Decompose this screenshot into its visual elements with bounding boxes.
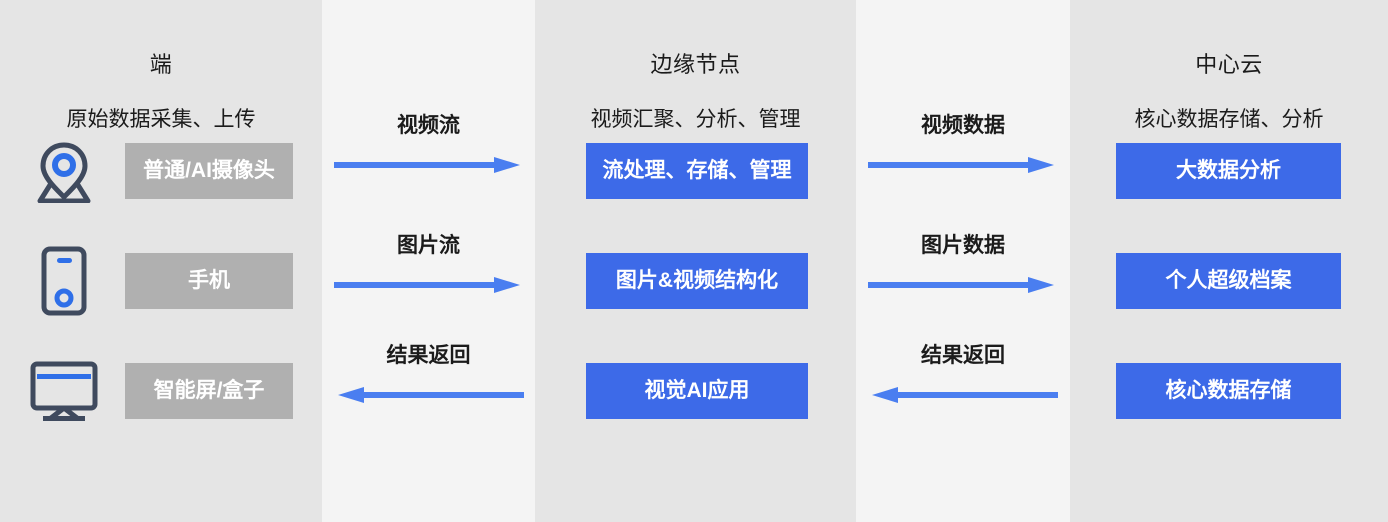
cloud-item-big-data-analytics[interactable]: 大数据分析 bbox=[1116, 143, 1341, 199]
edge-item-vision-ai[interactable]: 视觉AI应用 bbox=[586, 363, 808, 419]
flow-image-data-label: 图片数据 bbox=[921, 234, 1005, 257]
arrow-right-icon bbox=[322, 276, 535, 294]
edge-item-structuring[interactable]: 图片&视频结构化 bbox=[586, 253, 808, 309]
cloud-item-personal-super-profile[interactable]: 个人超级档案 bbox=[1116, 253, 1341, 309]
device-item-phone[interactable]: 手机 bbox=[125, 253, 293, 309]
flow-result-return-edge: 结果返回 bbox=[322, 342, 535, 404]
device-column-subtitle: 原始数据采集、上传 bbox=[66, 108, 256, 131]
edge-item-stream-processing[interactable]: 流处理、存储、管理 bbox=[586, 143, 808, 199]
central-cloud-column-title: 中心云 bbox=[1195, 52, 1263, 77]
flow-result-return-edge-label: 结果返回 bbox=[386, 344, 471, 367]
central-cloud-column-subtitle: 核心数据存储、分析 bbox=[1134, 108, 1324, 131]
edge-node-column: 边缘节点 视频汇聚、分析、管理 流处理、存储、管理 图片&视频结构化 视觉AI应… bbox=[535, 0, 856, 522]
map-pin-icon bbox=[20, 136, 108, 206]
arrow-right-icon bbox=[856, 276, 1070, 294]
flow-result-return-cloud: 结果返回 bbox=[856, 342, 1070, 404]
device-item-smart-screen[interactable]: 智能屏/盒子 bbox=[125, 363, 293, 419]
arrow-left-icon bbox=[322, 386, 535, 404]
device-item-camera[interactable]: 普通/AI摄像头 bbox=[125, 143, 293, 199]
flow-image-stream: 图片流 bbox=[322, 232, 535, 294]
arrow-right-icon bbox=[856, 156, 1070, 174]
edge-node-column-subtitle: 视频汇聚、分析、管理 bbox=[590, 108, 801, 131]
edge-to-cloud-flow-column: 视频数据 图片数据 结果返回 bbox=[856, 0, 1070, 522]
arrow-right-icon bbox=[322, 156, 535, 174]
arrow-left-icon bbox=[856, 386, 1070, 404]
flow-image-stream-label: 图片流 bbox=[397, 234, 460, 257]
device-column-title: 端 bbox=[149, 52, 173, 77]
device-column: 端 原始数据采集、上传 普通/AI摄像头 手机 bbox=[0, 0, 322, 522]
flow-video-data: 视频数据 bbox=[856, 112, 1070, 174]
central-cloud-column: 中心云 核心数据存储、分析 大数据分析 个人超级档案 核心数据存储 bbox=[1070, 0, 1388, 522]
flow-image-data: 图片数据 bbox=[856, 232, 1070, 294]
device-to-edge-flow-column: 视频流 图片流 结果返回 bbox=[322, 0, 535, 522]
edge-node-column-title: 边缘节点 bbox=[650, 52, 741, 77]
flow-result-return-cloud-label: 结果返回 bbox=[921, 344, 1005, 367]
flow-video-stream-label: 视频流 bbox=[397, 114, 460, 137]
monitor-screen-icon bbox=[20, 356, 108, 426]
mobile-phone-icon bbox=[20, 244, 108, 318]
flow-video-stream: 视频流 bbox=[322, 112, 535, 174]
cloud-item-core-data-storage[interactable]: 核心数据存储 bbox=[1116, 363, 1341, 419]
flow-video-data-label: 视频数据 bbox=[921, 114, 1005, 137]
